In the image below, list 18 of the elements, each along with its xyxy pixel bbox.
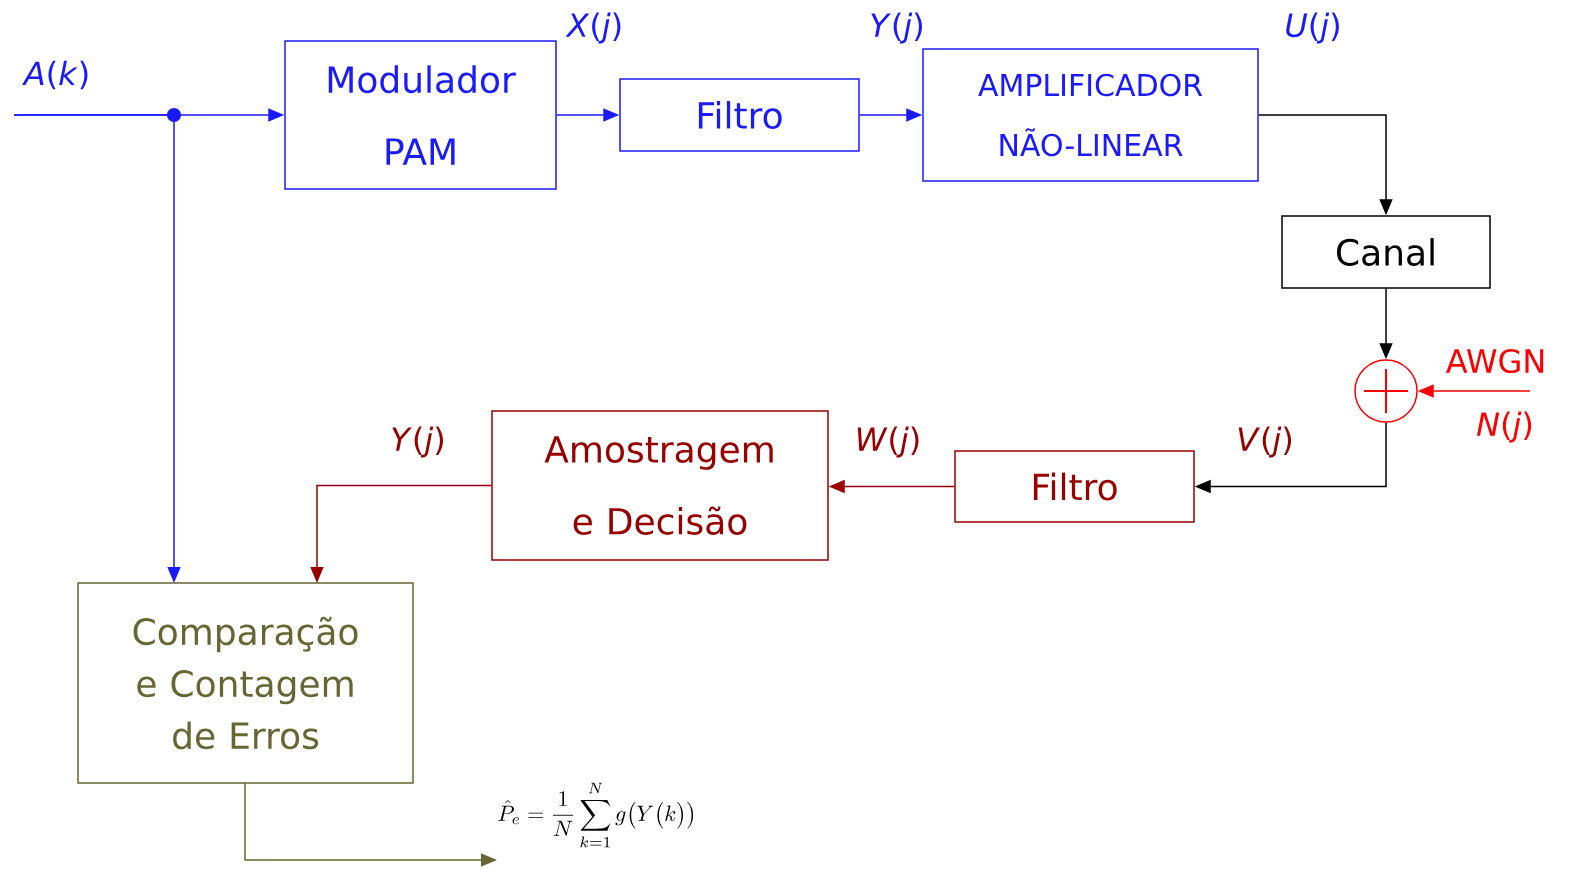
signal-label: A(k) xyxy=(22,60,88,90)
process-box: Comparação e Contagem de Erros xyxy=(77,582,414,784)
formula: $\hat{P}_e=\frac{1}{N}\sum_{k=1}^{N}g\big(Y\big(k\big)\big)$ xyxy=(498,782,694,848)
process-box: Filtro xyxy=(619,78,860,152)
signal-label: Y(j) xyxy=(871,12,922,44)
summing-circle xyxy=(1354,359,1418,423)
process-box: Filtro xyxy=(954,450,1195,523)
signal-label: X(j) xyxy=(565,12,621,44)
signal-label: W(j) xyxy=(857,426,919,458)
signal-label: V(j) xyxy=(1238,426,1292,458)
signal-label: AWGN xyxy=(1446,348,1544,374)
signal-label: N(j) xyxy=(1477,411,1532,443)
process-box: AMPLIFICADOR NÃO-LINEAR xyxy=(922,48,1259,182)
process-box: Modulador PAM xyxy=(284,40,557,190)
signal-label: Y(j) xyxy=(392,426,443,458)
signal-label: U(j) xyxy=(1286,12,1339,44)
process-box: Canal xyxy=(1281,215,1491,289)
process-box: Amostragem e Decisão xyxy=(491,410,829,561)
